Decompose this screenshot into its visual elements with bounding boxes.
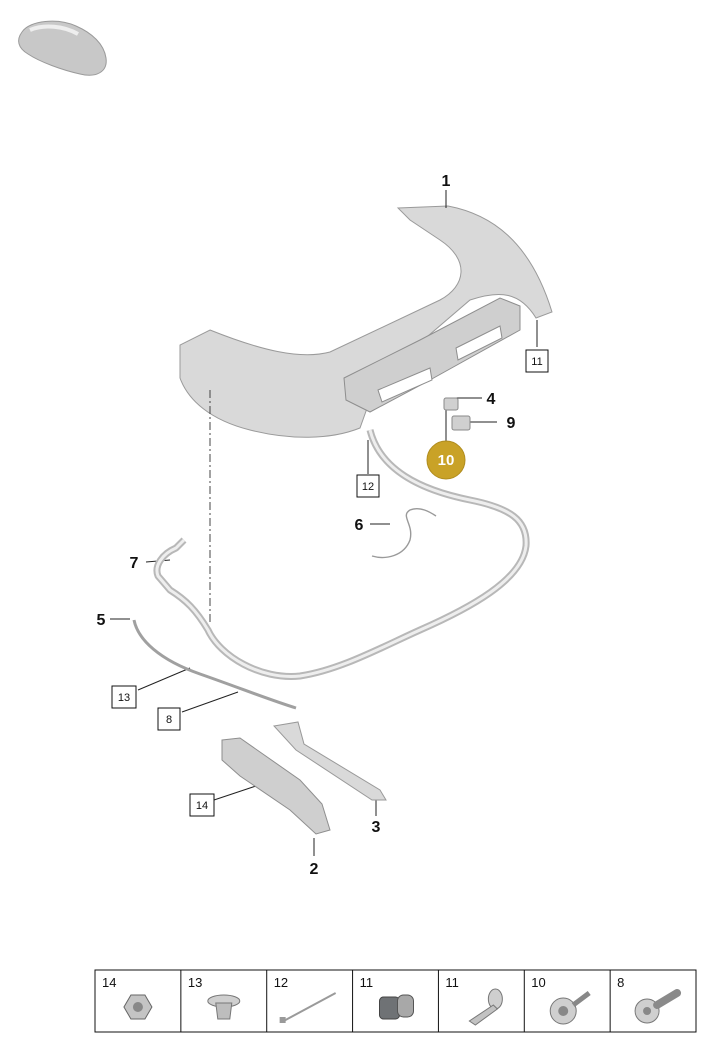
callout-6: 6 bbox=[355, 517, 364, 534]
svg-text:14: 14 bbox=[196, 800, 208, 812]
wiring-cable bbox=[371, 507, 437, 559]
fastener-label: 11 bbox=[445, 975, 459, 990]
fastener-cell-0[interactable]: 14 bbox=[102, 975, 153, 1020]
svg-text:10: 10 bbox=[438, 452, 455, 469]
bracket-4-icon bbox=[443, 397, 459, 411]
bolt-collar-icon bbox=[379, 994, 414, 1020]
fastener-label: 8 bbox=[617, 975, 624, 990]
clip-9-icon bbox=[451, 415, 471, 431]
fastener-cell-4[interactable]: 11 bbox=[445, 975, 503, 1026]
fastener-label: 12 bbox=[274, 975, 288, 990]
boxed-ref-11: 11 bbox=[525, 349, 549, 373]
fastener-strip: 14 13 12 11 11 10 8 bbox=[94, 969, 697, 1033]
flange-screw-icon bbox=[549, 991, 591, 1025]
svg-text:8: 8 bbox=[166, 714, 172, 726]
callout-9: 9 bbox=[507, 415, 516, 432]
trim-strip bbox=[132, 619, 297, 710]
fastener-label: 11 bbox=[360, 975, 374, 990]
fastener-cell-3[interactable]: 11 bbox=[360, 975, 414, 1020]
callout-5: 5 bbox=[97, 612, 106, 629]
fastener-label: 10 bbox=[531, 975, 545, 990]
boxed-ref-8: 8 bbox=[157, 707, 181, 731]
torx-bolt-icon bbox=[634, 989, 682, 1024]
svg-text:13: 13 bbox=[118, 692, 130, 704]
push-clip-icon bbox=[207, 994, 241, 1020]
fastener-label: 14 bbox=[102, 975, 116, 990]
leader-lines bbox=[110, 190, 538, 856]
cable-tie-icon bbox=[279, 992, 337, 1023]
svg-text:12: 12 bbox=[362, 481, 374, 493]
vehicle-thumbnail-icon bbox=[18, 20, 107, 76]
boxed-ref-12: 12 bbox=[356, 474, 380, 498]
lid-seal-highlight bbox=[155, 429, 528, 678]
fastener-cell-2[interactable]: 12 bbox=[274, 975, 337, 1023]
svg-text:11: 11 bbox=[531, 356, 542, 368]
boxed-ref-14: 14 bbox=[189, 793, 215, 817]
highlight-callout-10[interactable]: 10 bbox=[426, 440, 466, 480]
callout-4: 4 bbox=[487, 391, 496, 408]
fastener-label: 13 bbox=[188, 975, 202, 990]
hinge-bracket bbox=[221, 737, 331, 835]
rivet-icon bbox=[468, 988, 503, 1026]
hex-nut-icon bbox=[123, 994, 153, 1020]
callout-2: 2 bbox=[310, 861, 319, 878]
callout-3: 3 bbox=[372, 819, 381, 836]
hinge-cover bbox=[273, 721, 387, 801]
rear-lid-panel bbox=[179, 205, 553, 438]
fastener-cell-6[interactable]: 8 bbox=[617, 975, 682, 1024]
callout-1: 1 bbox=[442, 173, 451, 190]
fastener-cell-5[interactable]: 10 bbox=[531, 975, 591, 1025]
fastener-cell-1[interactable]: 13 bbox=[188, 975, 241, 1020]
callout-7: 7 bbox=[130, 555, 139, 572]
boxed-ref-13: 13 bbox=[111, 685, 137, 709]
